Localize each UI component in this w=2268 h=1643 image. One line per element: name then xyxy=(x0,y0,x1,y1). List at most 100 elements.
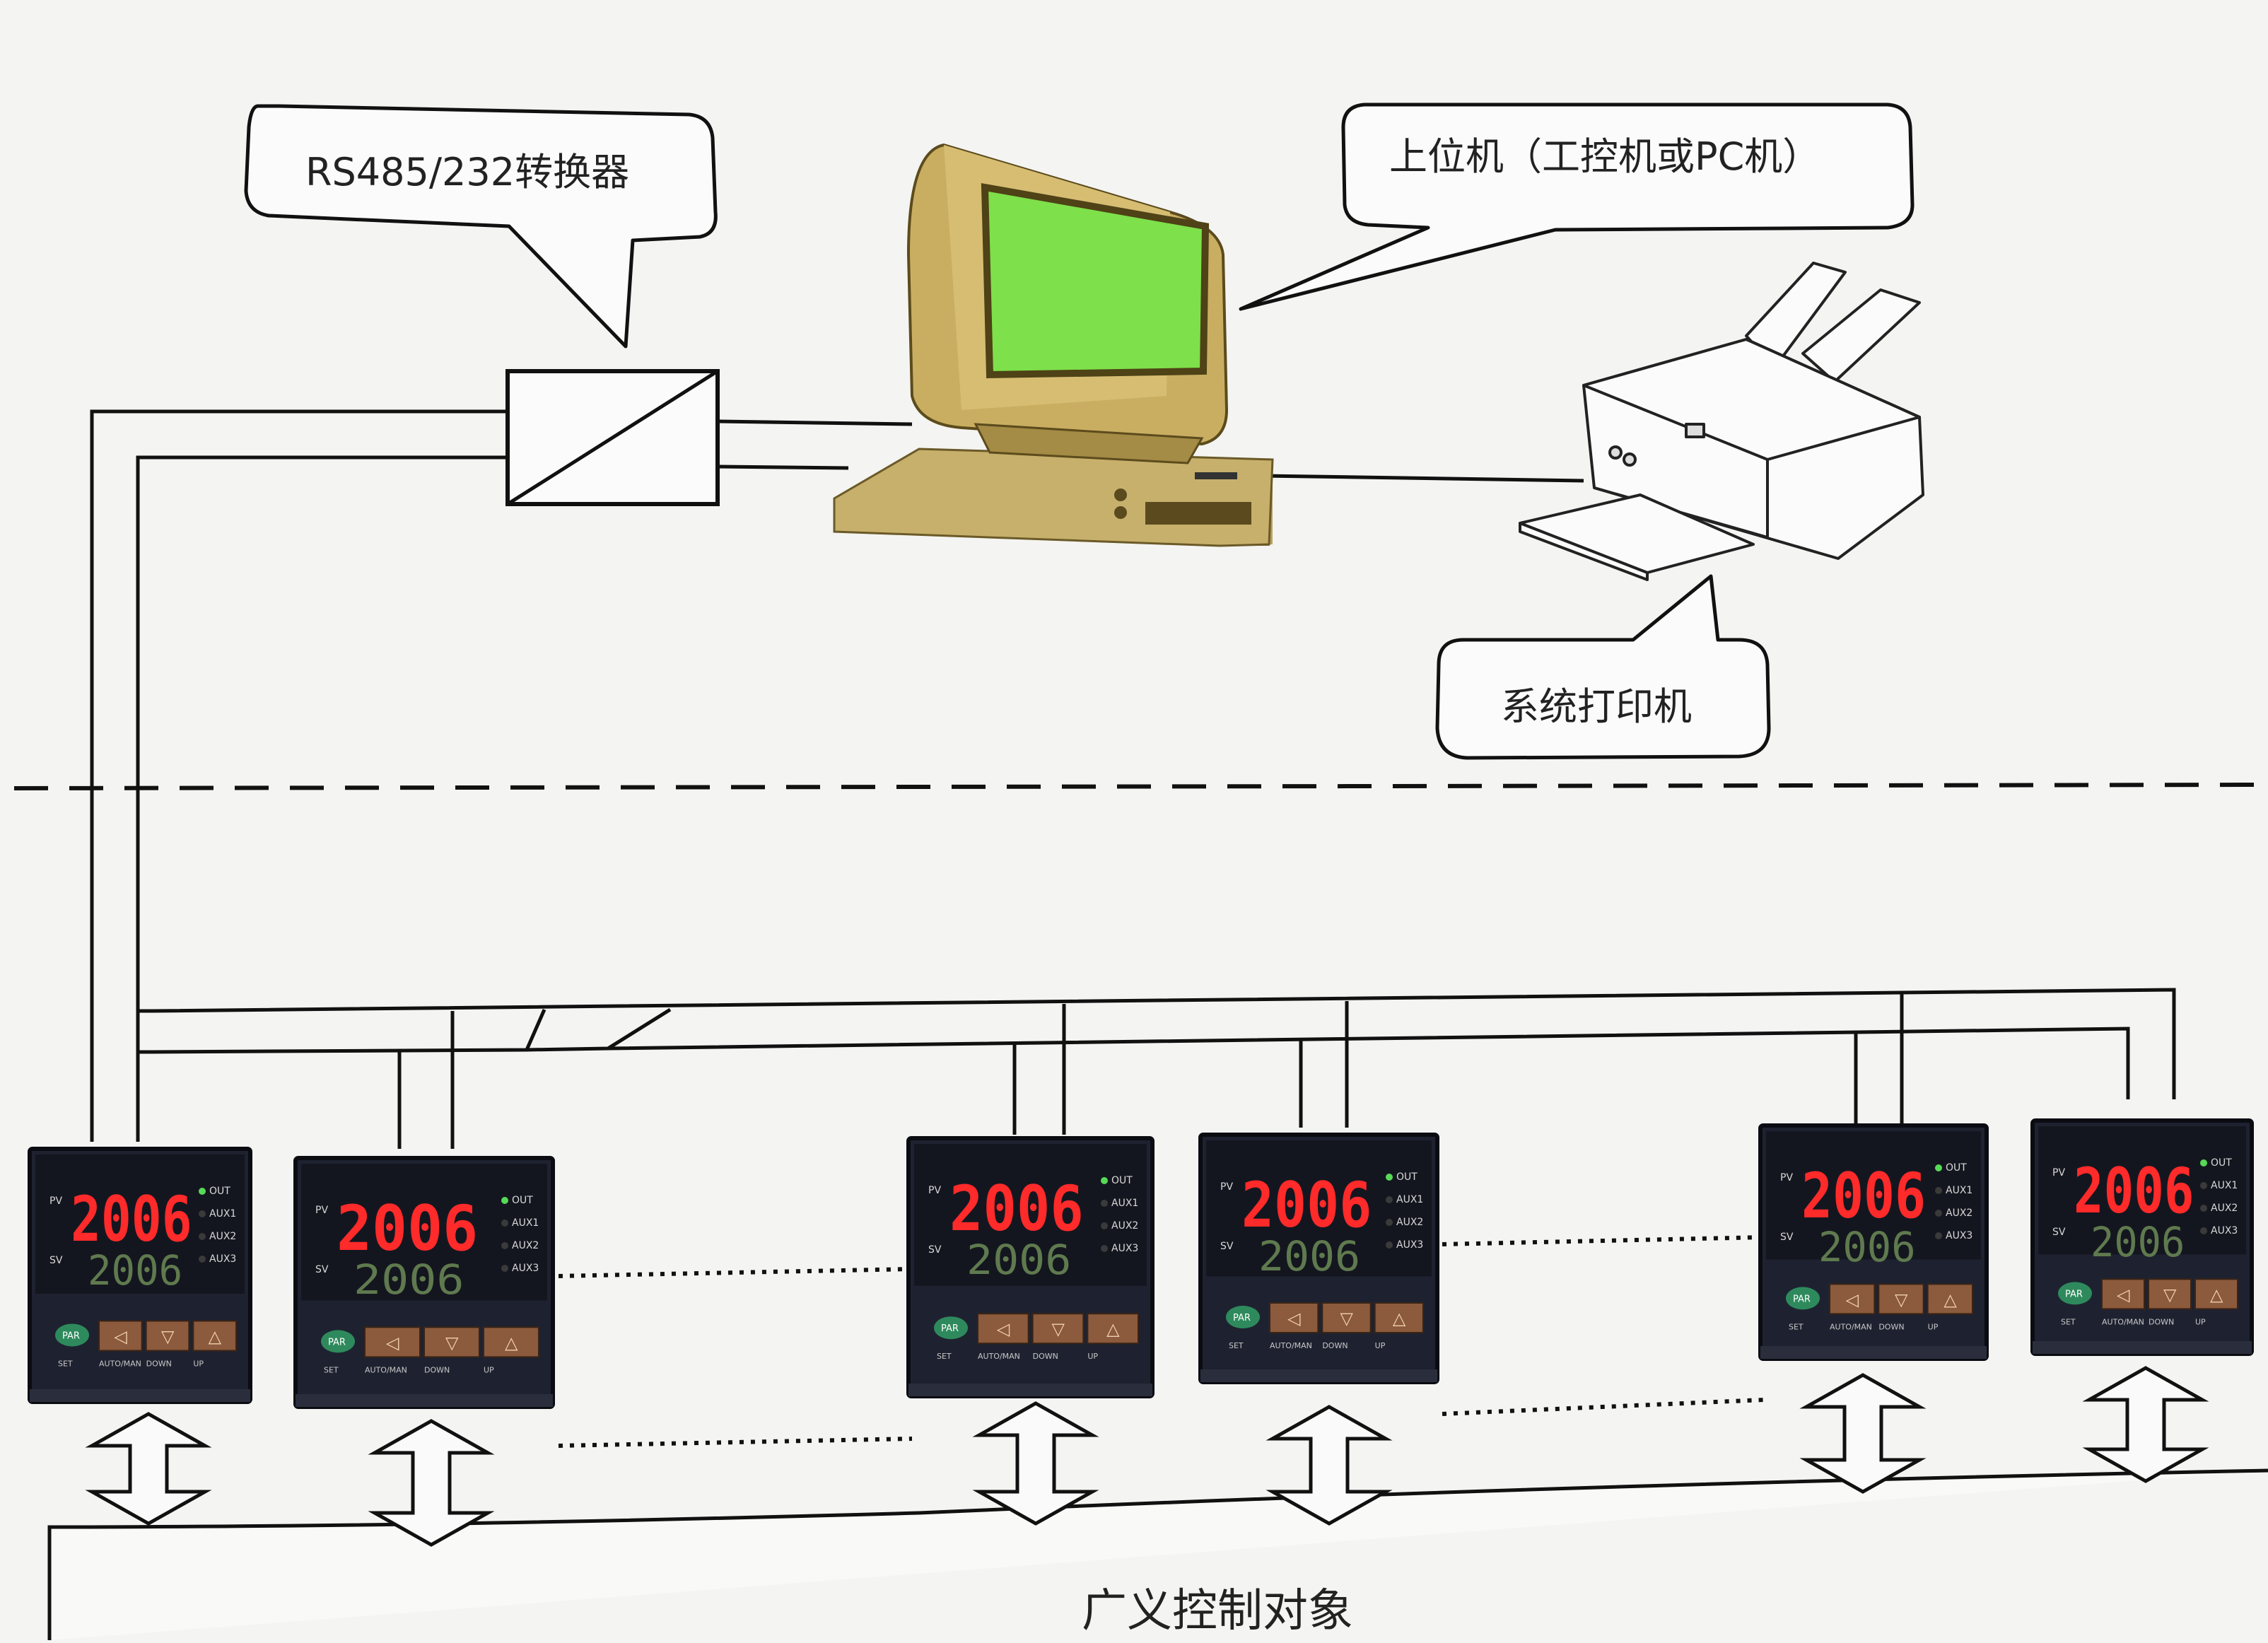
floppy-slot xyxy=(1145,502,1251,525)
host-to-printer-wire xyxy=(1219,473,1584,483)
par-key-label: PAR xyxy=(2065,1289,2083,1299)
keypad-button-symbol: △ xyxy=(1393,1309,1406,1328)
indicator-label: AUX1 xyxy=(1946,1185,1972,1196)
par-key-label: PAR xyxy=(1793,1294,1811,1304)
sv-label: SV xyxy=(928,1244,942,1256)
sv-label: SV xyxy=(2052,1227,2066,1238)
indicator-label: AUX1 xyxy=(512,1217,539,1229)
indicator-led xyxy=(199,1188,206,1195)
keypad-label: UP xyxy=(2195,1317,2206,1326)
keypad-button[interactable] xyxy=(1087,1313,1139,1345)
arrows-group xyxy=(85,1366,2209,1547)
pv-label: PV xyxy=(49,1195,62,1207)
keypad-button[interactable] xyxy=(1031,1313,1085,1345)
plant-label: 广义控制对象 xyxy=(1082,1585,1353,1637)
indicator-label: AUX3 xyxy=(1396,1239,1423,1251)
sv-label: SV xyxy=(49,1255,63,1266)
keypad-label: AUTO/MAN xyxy=(2102,1317,2144,1326)
indicator-led xyxy=(2200,1205,2207,1212)
keypad-button[interactable] xyxy=(192,1320,237,1352)
keypad-button-symbol: ◁ xyxy=(114,1326,127,1346)
keypad-label: SET xyxy=(1229,1341,1244,1350)
keypad-label: UP xyxy=(1928,1322,1939,1331)
keypad-label: SET xyxy=(1789,1322,1804,1331)
plant-box: 广义控制对象 xyxy=(47,1468,2268,1640)
system-printer xyxy=(1519,262,1924,581)
keypad-label: UP xyxy=(484,1365,494,1374)
keypad-button-symbol: ◁ xyxy=(1846,1290,1859,1309)
keypad-button[interactable] xyxy=(1927,1283,1974,1315)
keypad-button-symbol: △ xyxy=(1943,1290,1957,1309)
indicator-led xyxy=(2200,1227,2207,1234)
sv-label: SV xyxy=(1220,1241,1234,1252)
pv-display: 2006 xyxy=(1241,1169,1372,1241)
indicator-led xyxy=(1101,1177,1108,1184)
keypad-button[interactable] xyxy=(2148,1278,2192,1310)
indicator-led xyxy=(1386,1241,1393,1249)
dotted-gap-top-1 xyxy=(558,1267,913,1278)
sv-label: SV xyxy=(315,1264,329,1275)
indicator-label: AUX1 xyxy=(1396,1194,1423,1205)
par-key-button[interactable] xyxy=(2058,1282,2092,1305)
keypad-button[interactable] xyxy=(1829,1283,1876,1315)
dotted-gap-bottom-2 xyxy=(1442,1398,1765,1416)
indicator-label: AUX2 xyxy=(1396,1217,1423,1228)
keypad-label: SET xyxy=(937,1352,952,1361)
indicator-led xyxy=(501,1220,508,1227)
indicator-led xyxy=(1101,1245,1108,1252)
par-key-button[interactable] xyxy=(55,1323,89,1347)
indicator-led xyxy=(199,1210,206,1217)
pv-label: PV xyxy=(928,1185,941,1196)
drop-controller-2 xyxy=(397,1011,455,1149)
monitor-screen xyxy=(981,183,1210,379)
par-key-button[interactable] xyxy=(1226,1306,1260,1328)
pv-label: PV xyxy=(1780,1172,1793,1183)
indicator-label: AUX2 xyxy=(1111,1220,1138,1232)
rs485-converter-box xyxy=(505,369,720,506)
keypad-button[interactable] xyxy=(1878,1283,1924,1315)
pv-display: 2006 xyxy=(1801,1159,1926,1232)
keypad-label: AUTO/MAN xyxy=(978,1352,1020,1361)
indicator-led xyxy=(501,1265,508,1272)
keypad-button[interactable] xyxy=(145,1320,190,1352)
keypad-label: SET xyxy=(58,1359,73,1368)
keypad-button-symbol: ▽ xyxy=(1895,1290,1908,1309)
keypad-button[interactable] xyxy=(483,1326,539,1358)
sv-display: 2006 xyxy=(966,1236,1071,1284)
indicator-label: AUX3 xyxy=(1946,1230,1972,1241)
keypad-button[interactable] xyxy=(1374,1302,1425,1333)
sv-label: SV xyxy=(1780,1232,1794,1243)
keypad-button[interactable] xyxy=(977,1313,1029,1345)
keypad-button-symbol: ▽ xyxy=(2163,1285,2177,1304)
par-key-label: PAR xyxy=(62,1331,80,1341)
indicator-label: AUX1 xyxy=(2211,1180,2238,1191)
keypad-button[interactable] xyxy=(2194,1278,2238,1310)
pv-display: 2006 xyxy=(949,1172,1084,1245)
keypad-button[interactable] xyxy=(364,1326,421,1358)
keypad-button[interactable] xyxy=(423,1326,480,1358)
keypad-button[interactable] xyxy=(98,1320,143,1352)
keypad-button[interactable] xyxy=(2101,1278,2145,1310)
keypad-button-symbol: △ xyxy=(505,1333,518,1352)
drop-controller-5 xyxy=(1854,993,1904,1124)
indicator-label: AUX2 xyxy=(209,1231,236,1242)
keypad-button[interactable] xyxy=(1269,1302,1319,1333)
indicator-led xyxy=(1935,1164,1942,1171)
sv-display: 2006 xyxy=(353,1256,464,1304)
par-key-button[interactable] xyxy=(1786,1287,1820,1310)
keypad-button-symbol: ▽ xyxy=(445,1333,459,1352)
keypad-button[interactable] xyxy=(1321,1302,1372,1333)
indicator-label: AUX3 xyxy=(2211,1225,2238,1236)
indicator-label: AUX3 xyxy=(209,1253,236,1265)
keypad-label: DOWN xyxy=(146,1359,172,1368)
par-key-button[interactable] xyxy=(321,1330,355,1353)
printer-callout: 系统打印机 xyxy=(1435,574,1771,760)
par-key-button[interactable] xyxy=(934,1316,968,1340)
par-key-label: PAR xyxy=(1233,1313,1251,1323)
indicator-led xyxy=(1935,1187,1942,1194)
indicator-label: AUX2 xyxy=(2211,1203,2238,1214)
